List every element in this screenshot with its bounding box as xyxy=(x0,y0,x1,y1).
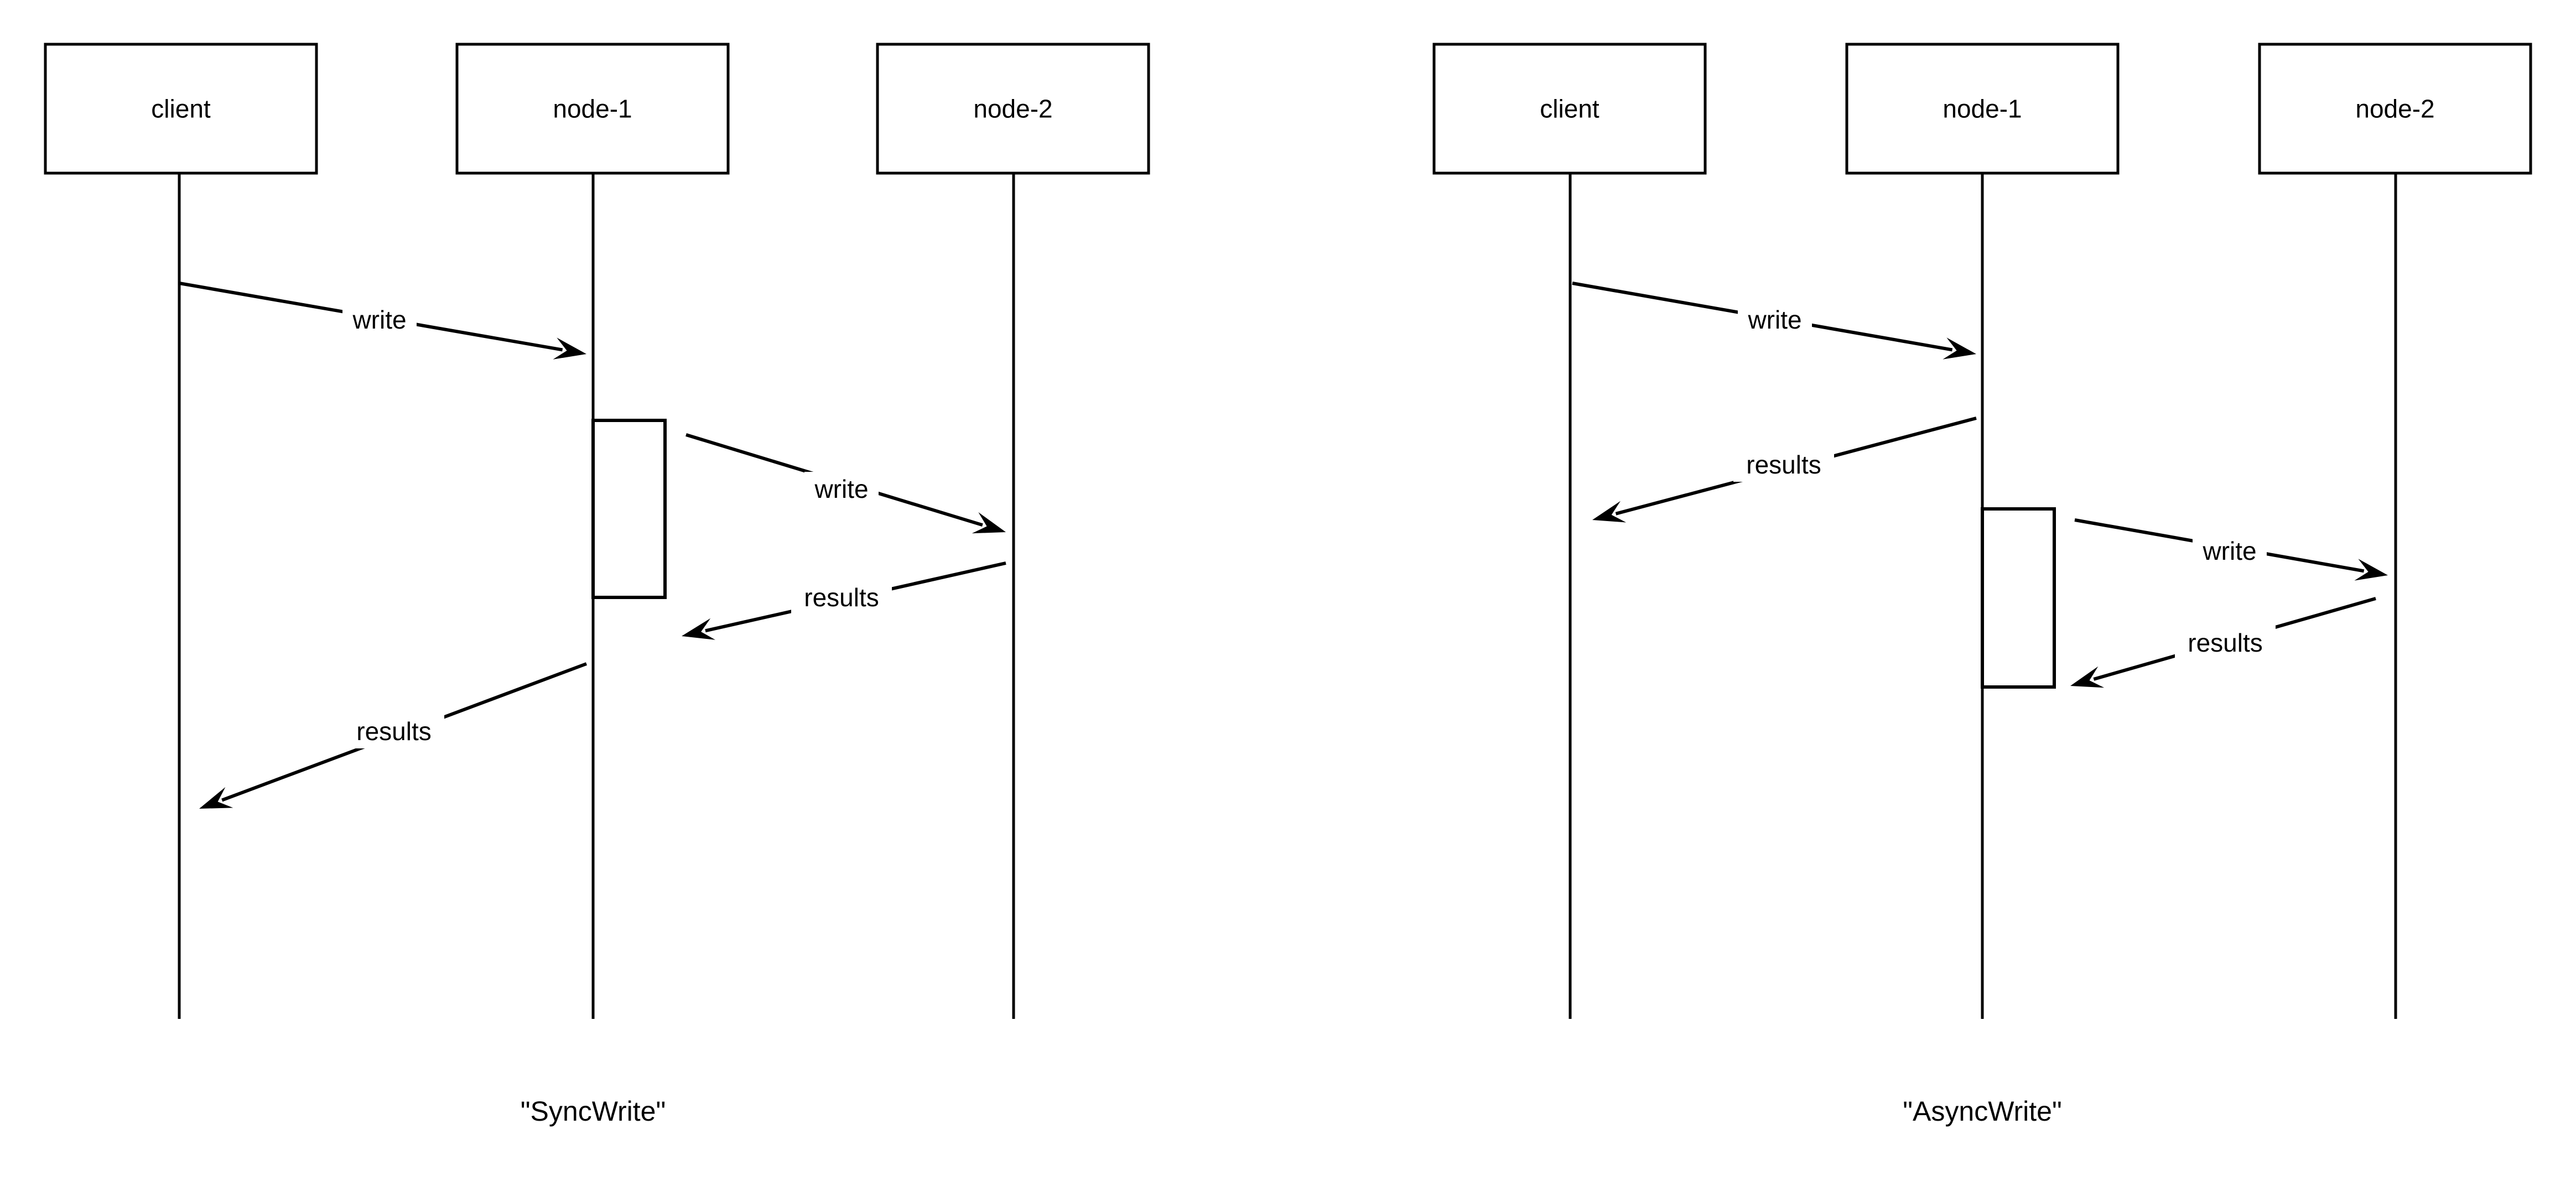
activation-bar-node-1 xyxy=(1981,507,2056,689)
message-label-write-2: write xyxy=(2202,537,2256,565)
message-label-backdrop xyxy=(2193,534,2267,568)
diagram-caption-async-write: "AsyncWrite" xyxy=(1903,1096,2061,1127)
participant-label-node-2: node-2 xyxy=(973,95,1052,123)
participant-label-node-2: node-2 xyxy=(2355,95,2434,123)
sequence-diagram-sync-write: client node-1 node-2 write write results resul… xyxy=(44,43,1150,1127)
participant-box-client[interactable] xyxy=(44,43,318,175)
message-label-results-3: results xyxy=(2188,628,2262,657)
participant-box-node-1[interactable] xyxy=(455,43,730,175)
participant-box-node-2[interactable] xyxy=(2258,43,2532,175)
arrowhead-right-icon xyxy=(972,512,1006,534)
message-label-backdrop xyxy=(342,303,417,337)
participant-label-node-1: node-1 xyxy=(1943,95,2022,123)
message-label-backdrop xyxy=(2175,626,2276,660)
participant-box-node-2[interactable] xyxy=(876,43,1150,175)
message-label-backdrop xyxy=(344,714,444,748)
message-label-backdrop xyxy=(804,472,879,506)
arrowhead-right-icon xyxy=(2354,559,2388,581)
message-label-backdrop xyxy=(791,580,892,615)
sequence-diagram-async-write: client node-1 node-2 write results write resul… xyxy=(1432,43,2532,1127)
arrowhead-left-icon xyxy=(199,787,233,809)
arrowhead-right-icon xyxy=(553,337,586,360)
participant-box-node-1[interactable] xyxy=(1845,43,2120,175)
participant-box-client[interactable] xyxy=(1432,43,1707,175)
arrowhead-right-icon xyxy=(1943,337,1976,360)
message-label-backdrop xyxy=(1738,303,1812,337)
message-label-write-0: write xyxy=(352,305,406,334)
arrowhead-left-icon xyxy=(1592,501,1627,523)
participant-label-client: client xyxy=(151,95,211,123)
activation-bar-node-1 xyxy=(591,419,667,599)
participant-label-node-1: node-1 xyxy=(553,95,632,123)
arrowhead-left-icon xyxy=(2070,666,2105,688)
message-label-results-1: results xyxy=(1746,450,1821,479)
diagram-caption-sync-write: "SyncWrite" xyxy=(521,1096,666,1127)
message-label-write-1: write xyxy=(814,475,868,503)
participant-label-client: client xyxy=(1540,95,1599,123)
message-label-results-3: results xyxy=(356,717,431,746)
arrowhead-left-icon xyxy=(682,618,715,640)
message-label-backdrop xyxy=(1733,447,1834,482)
message-label-results-2: results xyxy=(804,583,879,612)
message-label-write-0: write xyxy=(1747,305,1801,334)
